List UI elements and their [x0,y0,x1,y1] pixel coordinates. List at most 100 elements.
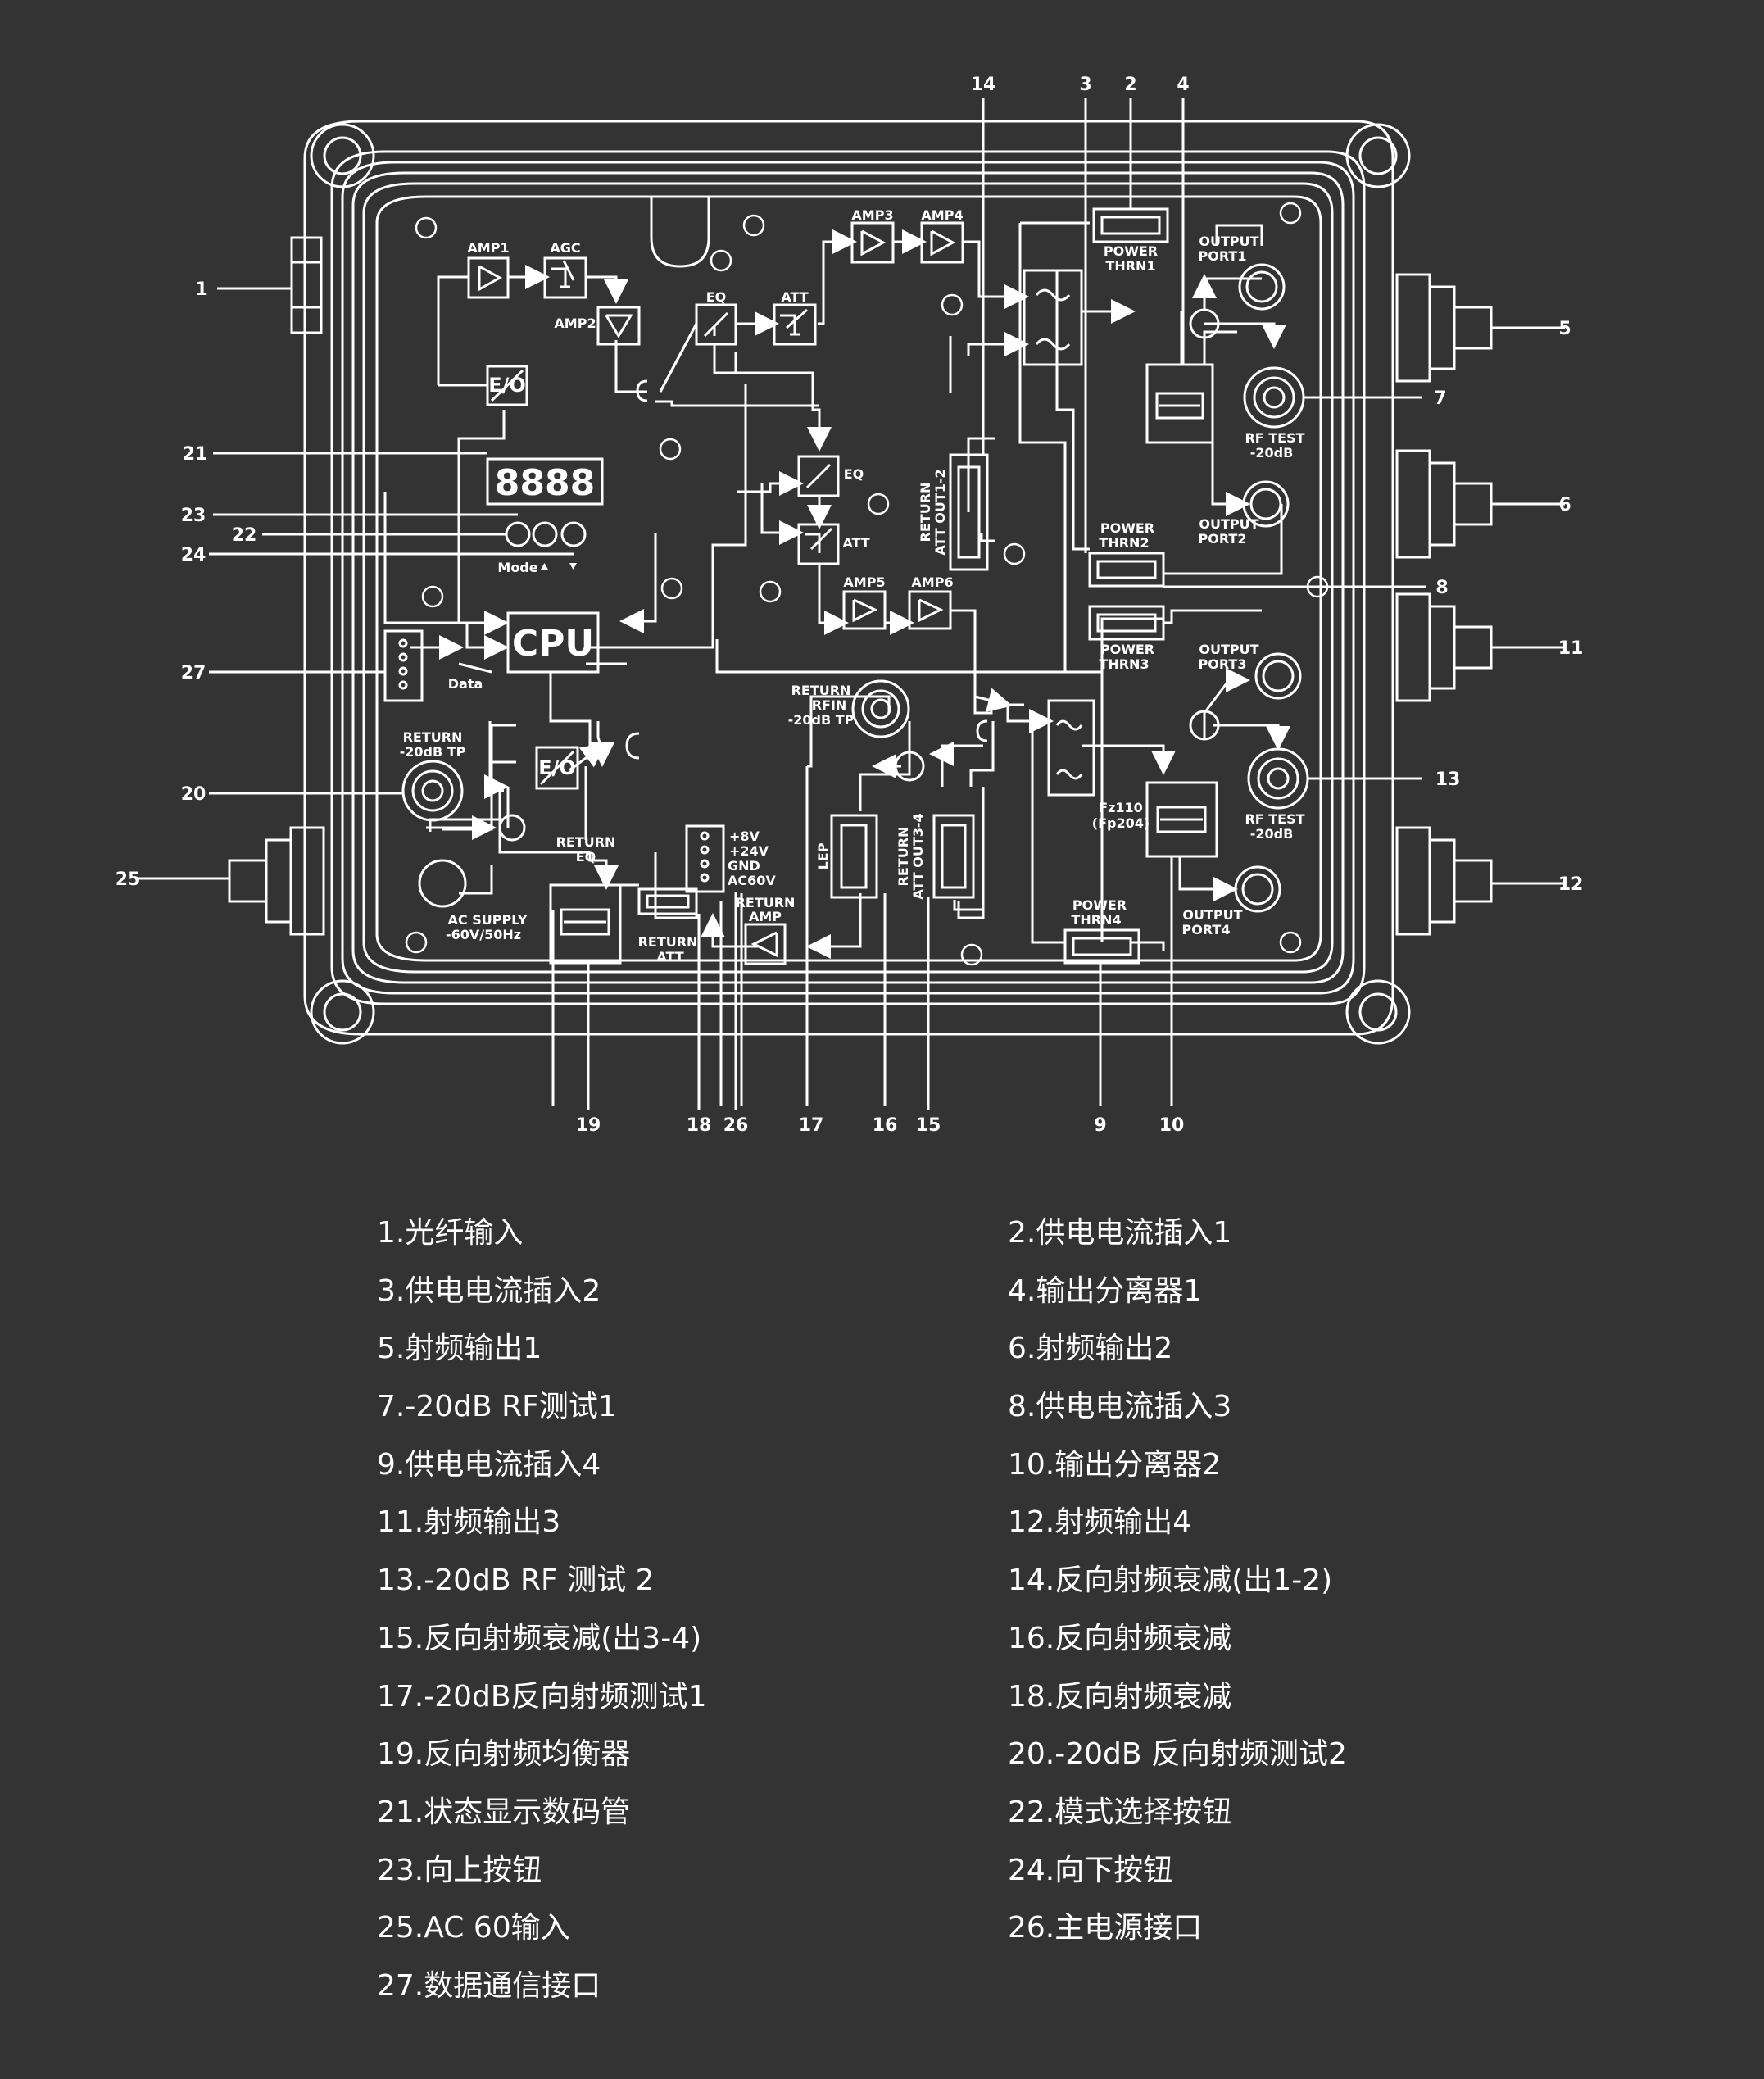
svg-text:ATT OUT3-4: ATT OUT3-4 [910,813,926,899]
legend-item: 17.-20dB反向射频测试1 [377,1679,707,1714]
svg-text:24: 24 [181,545,206,565]
svg-text:RETURN: RETURN [791,683,851,698]
svg-text:+24V: +24V [729,843,769,859]
svg-text:(Fp204): (Fp204) [1092,815,1150,831]
rotated-labels: RETURN ATT OUT1-2 RETURN ATT OUT3-4 LEP [815,469,948,899]
up-button[interactable] [532,521,558,547]
svg-text:THRN3: THRN3 [1099,656,1149,672]
svg-text:RETURN: RETURN [638,934,698,950]
svg-text:RETURN: RETURN [918,483,933,542]
svg-text:THRN2: THRN2 [1099,535,1149,551]
svg-text:AMP3: AMP3 [851,207,893,223]
svg-text:1: 1 [195,279,207,300]
output-port2 [1242,480,1290,528]
connectors [228,236,1493,936]
return-att-out12 [949,453,989,571]
legend-item: 6.射频输出2 [1008,1332,1173,1366]
svg-text:26: 26 [723,1115,749,1136]
svg-text:AMP5: AMP5 [843,574,885,590]
legend-item: 1.光纤输入 [377,1216,524,1250]
legend-item: 10.输出分离器2 [1008,1447,1222,1482]
svg-text:-20dB TP: -20dB TP [400,744,466,760]
return-amp-block [744,923,787,965]
return-att-out34 [932,814,975,899]
return-tp [401,760,464,822]
svg-text:OUTPUT: OUTPUT [1199,642,1258,657]
svg-text:11: 11 [1558,638,1584,659]
cpu-block [506,611,600,674]
svg-text:10: 10 [1159,1115,1185,1136]
svg-text:8: 8 [1435,578,1448,598]
power-thrn4 [1063,928,1140,965]
legend-item: 12.射频输出4 [1008,1505,1192,1540]
display-block [486,457,604,506]
svg-text:AMP4: AMP4 [921,207,963,223]
att-block [773,303,817,346]
svg-text:THRN4: THRN4 [1071,912,1121,928]
svg-text:ATT: ATT [842,535,869,551]
mode-button[interactable] [505,521,531,547]
legend-item: 3.供电电流插入2 [377,1273,601,1308]
power-thrn2 [1088,552,1165,588]
output-splitter1 [1145,363,1214,444]
svg-text:PORT3: PORT3 [1199,656,1247,672]
callout-numbers: 1 2 3 4 5 6 7 8 9 10 11 12 13 14 15 16 1… [116,75,1584,1136]
att2-block [797,523,840,565]
legend-item: 26.主电源接口 [1008,1911,1203,1945]
svg-text:+8V: +8V [729,828,760,844]
svg-text:16: 16 [873,1115,898,1136]
svg-text:17: 17 [799,1115,824,1136]
legend-item: 24.向下按钮 [1008,1853,1173,1887]
svg-text:5: 5 [1558,319,1571,339]
amp1-block [467,256,510,299]
svg-text:POWER: POWER [1100,520,1154,536]
legend-item: 4.输出分离器1 [1008,1273,1203,1308]
svg-text:Fz110: Fz110 [1099,800,1143,815]
down-button[interactable] [560,521,587,547]
oe-block [535,746,579,790]
legend-item: 23.向上按钮 [377,1853,542,1887]
screws [405,202,1329,966]
svg-text:22: 22 [232,525,257,546]
svg-text:15: 15 [916,1115,941,1136]
amp4-block [920,221,964,264]
legend-item: 11.射频输出3 [377,1505,561,1540]
output-port1 [1238,263,1286,311]
svg-text:6: 6 [1558,495,1571,515]
svg-text:EQ: EQ [576,849,596,865]
amp5-block [842,590,887,630]
svg-text:PORT4: PORT4 [1182,922,1231,937]
legend-item: 5.射频输出1 [377,1332,542,1366]
svg-text:POWER: POWER [1104,243,1158,259]
amp3-block [850,221,895,264]
power-thrn1 [1092,207,1169,243]
svg-text:-20dB TP: -20dB TP [788,712,855,728]
svg-text:7: 7 [1434,388,1446,409]
svg-text:LEP: LEP [815,842,831,869]
return-eq-block [549,883,622,965]
cpu-label: CPU [512,623,594,665]
legend-item: 27.数据通信接口 [377,1968,601,2003]
svg-text:RETURN: RETURN [556,834,616,850]
splitter2-block [1047,699,1095,797]
svg-text:ATT: ATT [656,949,683,965]
svg-text:19: 19 [576,1115,601,1136]
svg-text:Data: Data [448,676,483,692]
svg-text:RF TEST: RF TEST [1245,811,1304,827]
output-port4 [1234,865,1281,913]
legend-item: 20.-20dB 反向射频测试2 [1008,1737,1347,1772]
amp6-block [908,590,952,630]
eq2-block [797,455,840,497]
display-digits: 8888 [495,462,595,504]
power-labels: +8V +24V GND AC60V [728,828,776,888]
svg-text:RETURN: RETURN [403,729,463,745]
svg-text:AC60V: AC60V [728,873,776,888]
svg-text:ATT: ATT [781,289,808,305]
svg-text:20: 20 [181,784,206,805]
legend-item: 7.-20dB RF测试1 [377,1390,617,1424]
svg-text:RETURN: RETURN [736,895,796,910]
splitter1-block [1023,269,1083,366]
svg-text:14: 14 [971,75,996,95]
svg-text:4: 4 [1177,75,1189,95]
